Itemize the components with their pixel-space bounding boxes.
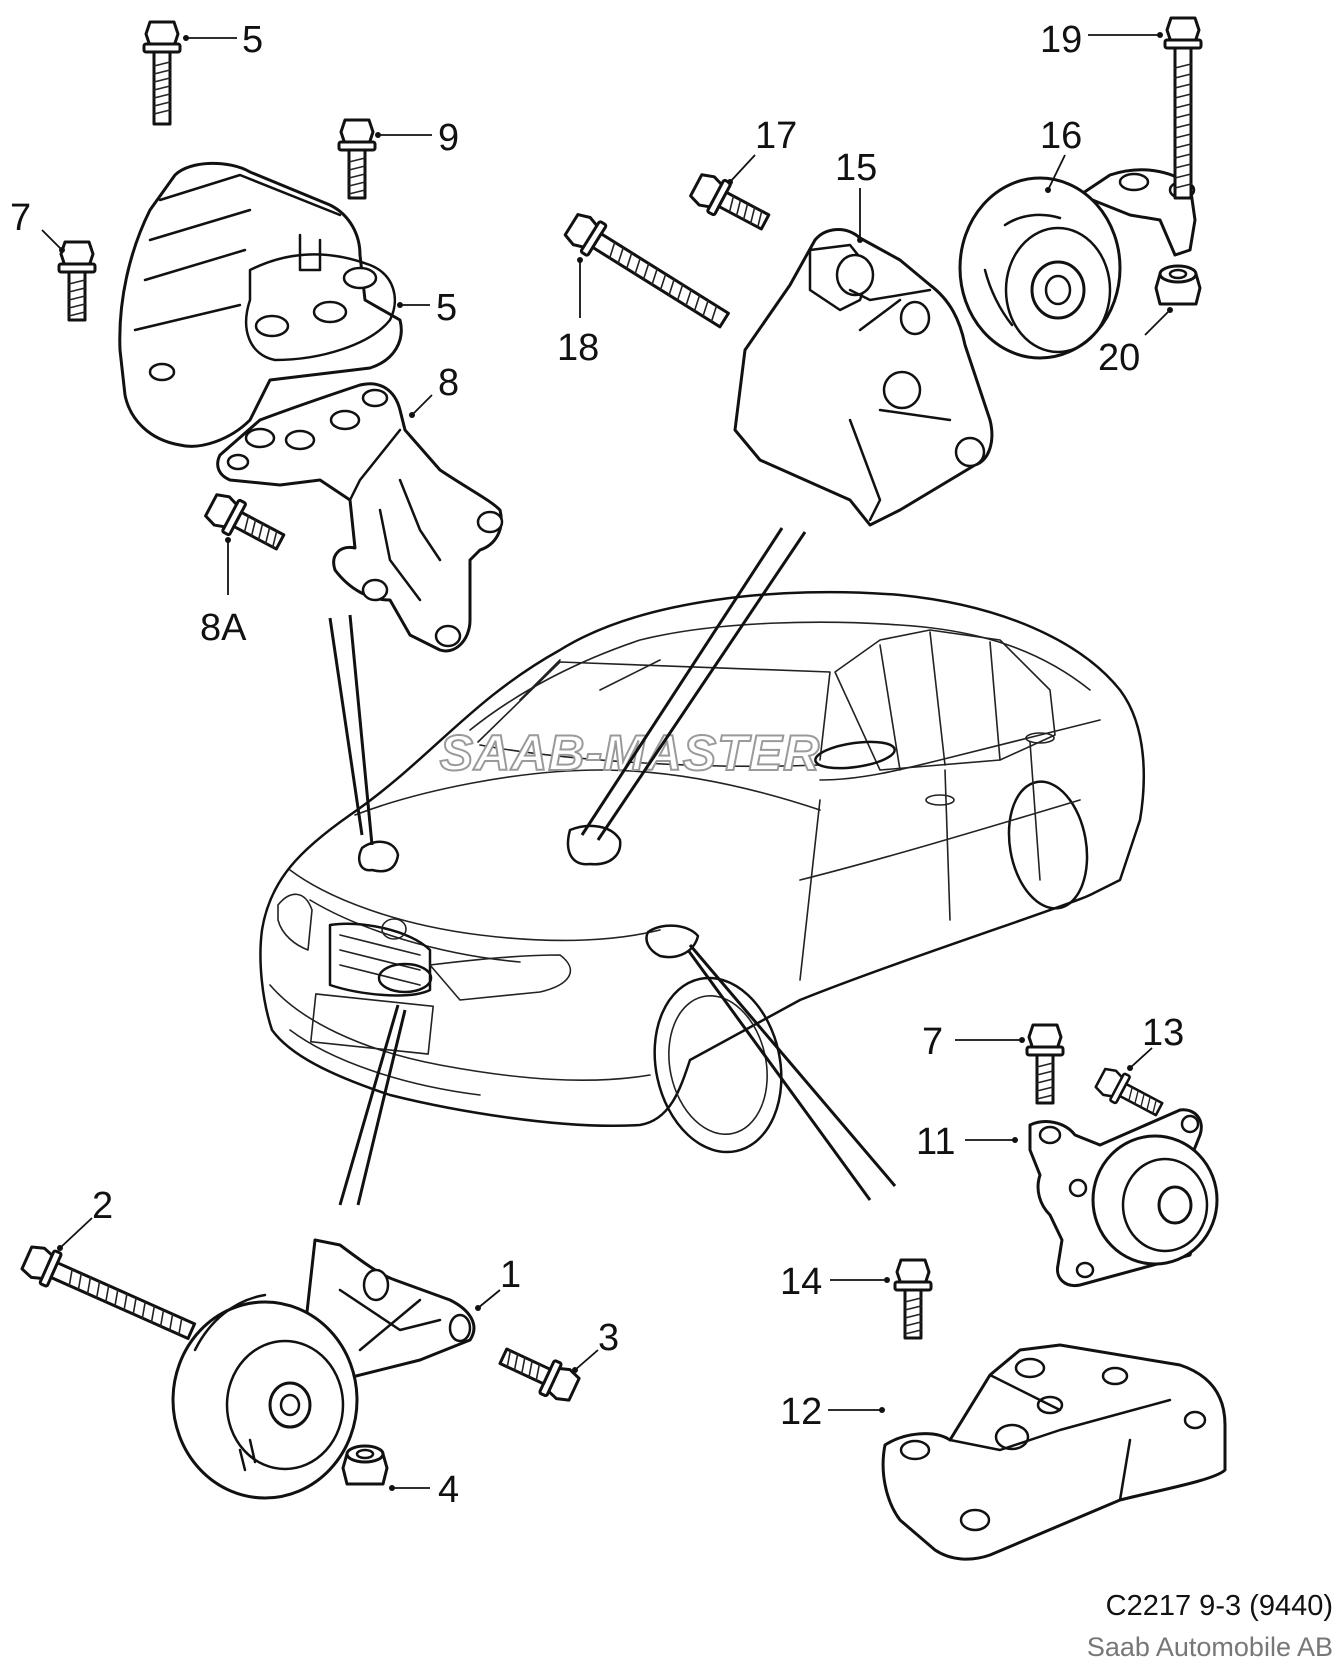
bolt-3-icon (494, 1338, 584, 1408)
leader-lines (328, 527, 897, 1206)
watermark-text: SAAB-MASTER (440, 725, 820, 781)
callout-1: 1 (500, 1254, 521, 1296)
callout-17: 17 (755, 115, 797, 157)
callout-7-right: 7 (922, 1021, 943, 1063)
callout-5: 5 (436, 287, 457, 329)
diagram-reference: C2217 9-3 (9440) (1105, 1590, 1333, 1622)
callout-16: 16 (1040, 115, 1082, 157)
callout-7-top: 7 (10, 197, 31, 239)
engine-mount-15-icon (733, 228, 994, 527)
bolt-7-top-icon (57, 240, 97, 322)
callout-18: 18 (557, 327, 599, 369)
callout-11: 11 (916, 1121, 955, 1163)
bracket-8-icon (216, 382, 504, 653)
callout-19: 19 (1040, 19, 1082, 61)
engine-mount-5-icon (118, 161, 403, 448)
callout-9: 9 (438, 117, 459, 159)
callout-3: 3 (598, 1317, 619, 1359)
callout-8a: 8A (200, 607, 247, 649)
callout-13: 13 (1142, 1012, 1184, 1054)
engine-mount-11-icon (1028, 1108, 1219, 1288)
engine-mount-16-icon (958, 168, 1197, 360)
callout-pointers (41, 32, 1173, 1491)
engine-mount-1-icon (171, 1238, 476, 1500)
nut-20-icon (1154, 264, 1202, 306)
bolt-7-right-icon (1025, 1023, 1065, 1105)
callout-6: 5 (242, 19, 263, 61)
bolt-19-icon (1163, 16, 1203, 200)
callout-12: 12 (780, 1391, 822, 1433)
bolt-9-icon (337, 118, 377, 200)
car-outline-icon (259, 590, 1145, 1154)
bolt-6-icon (142, 20, 182, 126)
callout-2: 2 (92, 1185, 113, 1227)
bracket-12-icon (881, 1343, 1227, 1561)
callout-15: 15 (835, 147, 877, 189)
callout-4: 4 (438, 1469, 459, 1511)
callout-8: 8 (438, 362, 459, 404)
bolt-13-icon (1092, 1063, 1168, 1124)
bolt-8a-icon (201, 487, 290, 560)
manufacturer-credit: Saab Automobile AB (1086, 1632, 1333, 1662)
nut-4-icon (341, 1444, 389, 1486)
callout-labels: 5 9 7 5 8 8A 17 15 18 19 16 20 2 1 3 4 7… (10, 19, 1184, 1511)
callout-20: 20 (1098, 337, 1140, 379)
bolt-14-icon (893, 1258, 933, 1340)
callout-14: 14 (780, 1261, 822, 1303)
bolt-2-icon (18, 1239, 201, 1350)
bolt-18-icon (560, 207, 736, 337)
